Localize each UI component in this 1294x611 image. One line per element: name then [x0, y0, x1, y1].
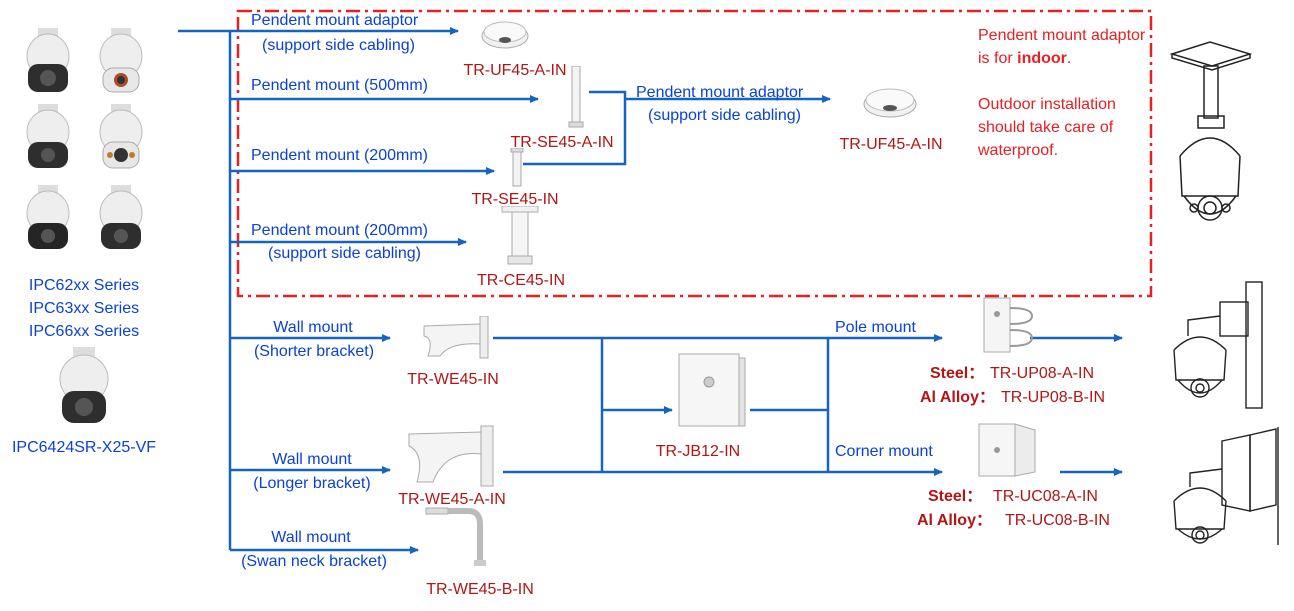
- pendent-500-model: TR-SE45-A-IN: [510, 134, 614, 151]
- pendent-200-side-mount-icon: [501, 206, 539, 265]
- ptz-camera-dark-icon: [26, 185, 70, 249]
- pendent-500-label: Pendent mount (500mm): [251, 77, 428, 94]
- source-line: [178, 29, 232, 550]
- wall-long-model: TR-WE45-A-IN: [398, 491, 506, 508]
- wall-long-bracket-icon: [408, 425, 494, 487]
- pole-mount-steel-model: TR-UP08-A-IN: [990, 365, 1095, 382]
- indoor-note: Pendent mount adaptor is for indoor. Outd…: [978, 24, 1148, 162]
- corner-mount-al-label: Al Alloy：: [917, 512, 992, 529]
- note-text-3: Outdoor installation should take care of…: [978, 96, 1116, 159]
- pendent-500-pipe-icon: [568, 66, 584, 128]
- wall-long-sublabel: (Longer bracket): [253, 475, 371, 492]
- pendent-adaptor-product-icon: [481, 21, 529, 49]
- ptz-camera-white-icon: [99, 104, 143, 169]
- pendent-adaptor-model: TR-UF45-A-IN: [463, 62, 567, 79]
- note-text-1: Pendent mount adaptor is for: [978, 27, 1146, 67]
- wall-short-model: TR-WE45-IN: [407, 371, 499, 388]
- corner-mounted-camera-drawing-icon: [1173, 427, 1279, 545]
- pole-mount-product-icon: [983, 297, 1034, 353]
- junction-box-icon: [678, 353, 746, 427]
- corner-mount-label: Corner mount: [835, 443, 933, 460]
- wall-swan-sublabel: (Swan neck bracket): [241, 553, 387, 570]
- series-label-66xx: IPC66xx Series: [28, 323, 140, 340]
- ptz-camera-dark-icon: [26, 28, 70, 92]
- ptz-camera-dark-icon: [99, 185, 143, 249]
- corner-mount-al-model: TR-UC08-B-IN: [1005, 512, 1110, 529]
- pendent-adaptor-label: Pendent mount adaptor: [251, 12, 419, 29]
- ptz-camera-dark-icon: [26, 104, 70, 168]
- ptz-camera-white-icon: [99, 28, 143, 93]
- single-model-label: IPC6424SR-X25-VF: [11, 439, 157, 456]
- pendent-mounted-camera-drawing-icon: [1169, 41, 1252, 221]
- pole-mount-al-label: Al Alloy：: [920, 389, 995, 406]
- pole-mount-label: Pole mount: [835, 319, 916, 336]
- ptz-camera-large-icon: [59, 347, 109, 423]
- pendent-200-pipe-icon: [510, 148, 524, 187]
- junction-box-model: TR-JB12-IN: [655, 443, 741, 460]
- pendent-200-side-label: Pendent mount (200mm): [251, 222, 428, 239]
- wall-swan-model: TR-WE45-B-IN: [426, 581, 534, 598]
- pole-mount-steel-label: Steel：: [930, 365, 985, 382]
- wall-swan-bracket-icon: [425, 507, 486, 566]
- series-label-62xx: IPC62xx Series: [28, 277, 140, 294]
- wall-short-sublabel: (Shorter bracket): [253, 343, 375, 360]
- wall-swan-label: Wall mount: [271, 529, 351, 546]
- pendent-adaptor-sublabel: (support side cabling): [262, 37, 415, 54]
- wall-short-bracket-icon: [423, 316, 489, 359]
- pendent-200-model: TR-SE45-IN: [471, 191, 559, 208]
- note-emphasis: indoor: [1017, 50, 1067, 67]
- series-label-63xx: IPC63xx Series: [28, 300, 140, 317]
- corner-mount-product-icon: [978, 423, 1036, 477]
- pendent-200-label: Pendent mount (200mm): [251, 147, 428, 164]
- pole-mount-al-model: TR-UP08-B-IN: [1001, 389, 1106, 406]
- corner-mount-steel-model: TR-UC08-A-IN: [993, 488, 1098, 505]
- wall-short-label: Wall mount: [273, 319, 353, 336]
- pendent-200-side-model: TR-CE45-IN: [476, 272, 566, 289]
- sub-adaptor-model: TR-UF45-A-IN: [839, 136, 943, 153]
- corner-mount-steel-label: Steel：: [928, 488, 983, 505]
- pendent-200-side-sublabel: (support side cabling): [268, 245, 421, 262]
- line-pendent-join: [523, 90, 627, 166]
- sub-adaptor-sublabel: (support side cabling): [648, 107, 801, 124]
- pole-mounted-camera-drawing-icon: [1173, 281, 1263, 409]
- note-text-2: .: [1066, 50, 1072, 67]
- indoor-region-dashed-box: [236, 9, 1153, 298]
- wall-long-label: Wall mount: [272, 451, 352, 468]
- sub-adaptor-label: Pendent mount adaptor: [636, 84, 804, 101]
- sub-adaptor-product-icon: [863, 88, 917, 118]
